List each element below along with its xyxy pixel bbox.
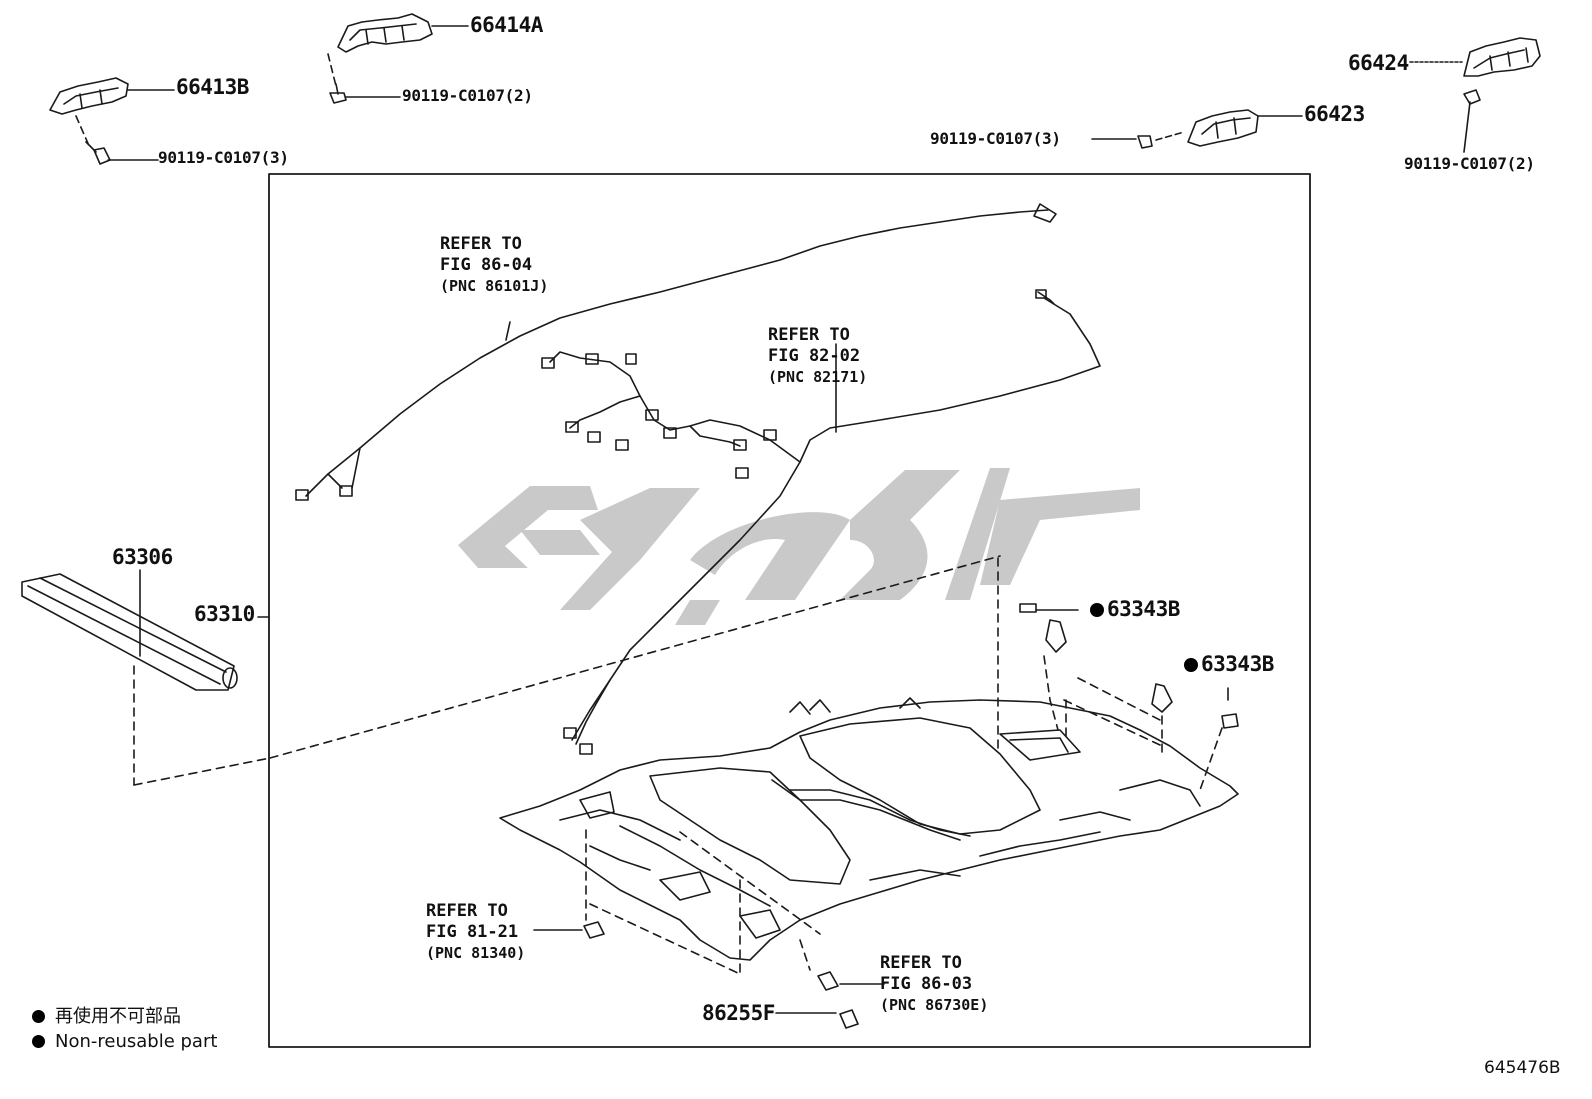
wire-harness-82171 [541,289,1101,755]
legend-bullet [32,1035,45,1048]
part-label-66414A[interactable]: 66414A [470,13,543,37]
part-66414A-drawing [327,13,469,104]
part-66424-drawing [1409,37,1541,153]
reference-82171[interactable]: REFER TO FIG 82-02 (PNC 82171) [768,325,868,386]
assembly-frame [268,173,1311,1048]
part-label-63306[interactable]: 63306 [112,545,173,569]
part-label-screw-66414A[interactable]: 90119-C0107(2) [402,86,533,105]
part-label-66424[interactable]: 66424 [1348,51,1409,75]
part-66423-drawing [1091,109,1303,149]
reference-86101J[interactable]: REFER TO FIG 86-04 (PNC 86101J) [440,234,549,295]
reference-86730E[interactable]: REFER TO FIG 86-03 (PNC 86730E) [880,953,989,1014]
part-label-63343B-upper[interactable]: 63343B [1090,599,1180,620]
part-label-66423[interactable]: 66423 [1304,102,1365,126]
part-label-63310[interactable]: 63310 [194,602,255,626]
part-66413B-drawing [49,77,175,165]
part-63306-drawing [21,555,1001,786]
diagram-code: 645476B [1484,1058,1561,1078]
part-label-screw-66413B[interactable]: 90119-C0107(3) [158,148,289,167]
legend-line-english: Non-reusable part [32,1033,217,1051]
non-reusable-bullet [1184,658,1198,672]
headliner-drawing [499,557,1239,1029]
legend-bullet [32,1010,45,1023]
non-reusable-bullet [1090,603,1104,617]
reference-81340[interactable]: REFER TO FIG 81-21 (PNC 81340) [426,901,526,962]
part-label-screw-66423[interactable]: 90119-C0107(3) [930,129,1061,148]
part-label-63343B-lower[interactable]: 63343B [1184,654,1274,675]
wire-harness-86101J [295,203,1057,501]
part-label-66413B[interactable]: 66413B [176,75,249,99]
part-label-screw-66424[interactable]: 90119-C0107(2) [1404,154,1535,173]
legend-line-japanese: 再使用不可部品 [32,1008,181,1026]
watermark-logo [458,468,1140,625]
part-label-86255F[interactable]: 86255F [702,1001,775,1025]
